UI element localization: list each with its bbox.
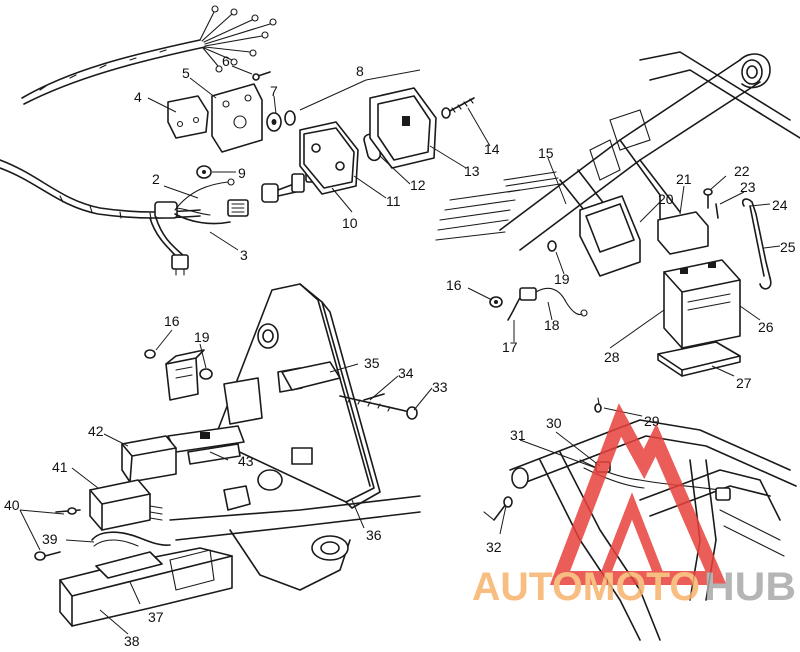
callout-7: 7 <box>270 83 278 99</box>
watermark-logo-icon <box>549 403 727 585</box>
frame-battery-assembly <box>435 51 800 377</box>
callout-19-right: 19 <box>554 271 570 287</box>
callout-15: 15 <box>538 145 554 161</box>
callout-25: 25 <box>780 239 796 255</box>
callout-4: 4 <box>134 89 142 105</box>
callout-9: 9 <box>238 165 246 181</box>
rear-panel-assembly <box>34 283 421 627</box>
tail-light-assembly <box>167 71 475 203</box>
callout-33: 33 <box>432 379 448 395</box>
callout-19-left: 19 <box>194 329 210 345</box>
callout-21: 21 <box>676 171 692 187</box>
leader-lines <box>19 65 781 635</box>
callout-32: 32 <box>486 539 502 555</box>
callout-27: 27 <box>736 375 752 391</box>
watermark-text-hub: HUB <box>704 565 796 609</box>
callout-26: 26 <box>758 319 774 335</box>
callout-30: 30 <box>546 415 562 431</box>
callout-39: 39 <box>42 531 58 547</box>
callout-16-left: 16 <box>164 313 180 329</box>
callout-10: 10 <box>342 215 358 231</box>
callout-11: 11 <box>386 193 401 209</box>
watermark: AUTOMOTO HUB <box>472 403 796 609</box>
callout-20: 20 <box>658 191 674 207</box>
watermark-text-automoto: AUTOMOTO <box>472 565 700 609</box>
callout-3: 3 <box>240 247 248 263</box>
callout-35: 35 <box>364 355 380 371</box>
callout-37: 37 <box>148 609 164 625</box>
callout-17: 17 <box>502 339 518 355</box>
callout-23: 23 <box>740 179 756 195</box>
callout-42: 42 <box>88 423 104 439</box>
callout-24: 24 <box>772 197 788 213</box>
callout-34: 34 <box>398 365 414 381</box>
callout-40: 40 <box>4 497 20 513</box>
callout-16-right: 16 <box>446 277 462 293</box>
callout-13: 13 <box>464 163 480 179</box>
callout-18: 18 <box>544 317 560 333</box>
callout-41: 41 <box>52 459 68 475</box>
callout-5: 5 <box>182 65 190 81</box>
callout-38: 38 <box>124 633 140 649</box>
callout-6: 6 <box>222 53 230 69</box>
callout-36: 36 <box>366 527 382 543</box>
callout-labels: 2 3 4 5 6 7 8 9 10 11 12 13 14 15 16 16 … <box>4 53 796 649</box>
callout-28: 28 <box>604 349 620 365</box>
callout-8: 8 <box>356 63 364 79</box>
callout-12: 12 <box>410 177 426 193</box>
wiring-harness <box>0 5 277 276</box>
callout-22: 22 <box>734 163 750 179</box>
callout-31: 31 <box>510 427 526 443</box>
callout-14: 14 <box>484 141 500 157</box>
callout-2: 2 <box>152 171 160 187</box>
callout-43: 43 <box>238 453 254 469</box>
